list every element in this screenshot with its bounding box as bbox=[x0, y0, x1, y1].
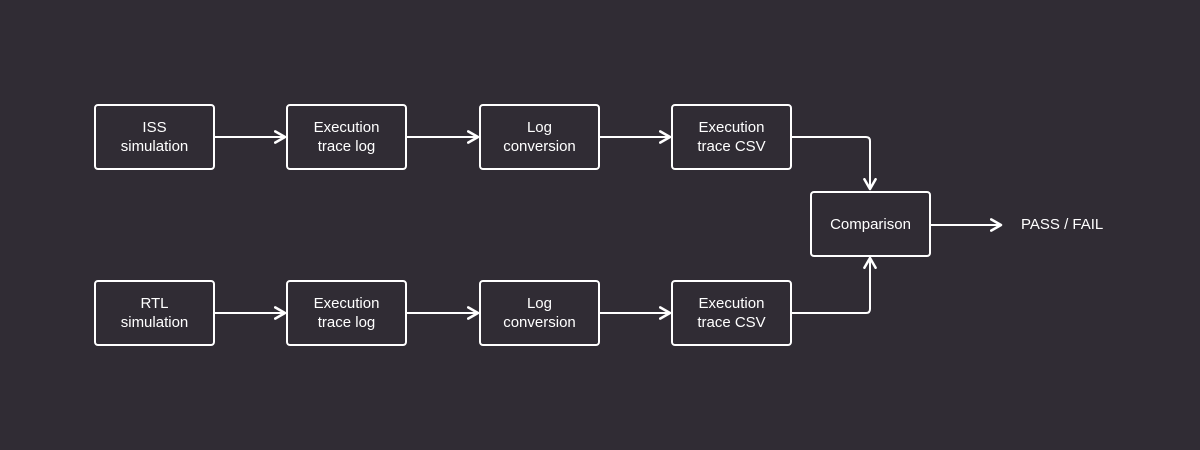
arrow-csv-top-to-comparison bbox=[791, 136, 877, 191]
iss-simulation-node: ISS simulation bbox=[94, 104, 215, 170]
node-label: Comparison bbox=[830, 215, 911, 233]
rtl-simulation-node: RTL simulation bbox=[94, 280, 215, 346]
node-label: Log conversion bbox=[503, 119, 576, 155]
node-label: Execution trace CSV bbox=[697, 295, 766, 331]
execution-trace-csv-node-bottom: Execution trace CSV bbox=[671, 280, 792, 346]
comparison-node: Comparison bbox=[810, 191, 931, 257]
execution-trace-csv-node-top: Execution trace CSV bbox=[671, 104, 792, 170]
node-label: Execution trace log bbox=[313, 295, 380, 331]
node-label: Log conversion bbox=[503, 295, 576, 331]
execution-trace-log-node-top: Execution trace log bbox=[286, 104, 407, 170]
node-label: ISS simulation bbox=[120, 119, 189, 155]
log-conversion-node-top: Log conversion bbox=[479, 104, 600, 170]
node-label: RTL simulation bbox=[120, 295, 189, 331]
log-conversion-node-bottom: Log conversion bbox=[479, 280, 600, 346]
node-label: Execution trace log bbox=[313, 119, 380, 155]
node-label: Execution trace CSV bbox=[697, 119, 766, 155]
arrow-csv-bottom-to-comparison bbox=[791, 256, 877, 314]
execution-trace-log-node-bottom: Execution trace log bbox=[286, 280, 407, 346]
pass-fail-result: PASS / FAIL bbox=[1021, 216, 1104, 233]
